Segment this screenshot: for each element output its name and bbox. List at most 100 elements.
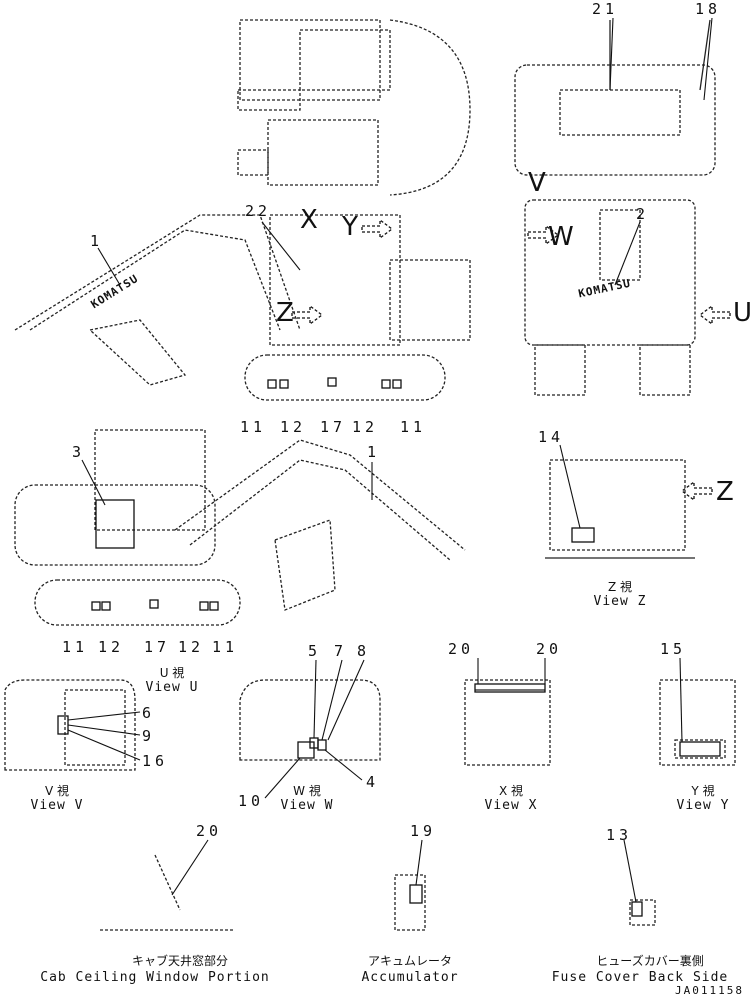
decal-20-x — [474, 683, 546, 693]
view-letter-x: X — [300, 205, 318, 235]
callout-3: 3 — [72, 443, 86, 461]
leader-19 — [415, 839, 423, 886]
callout-6: 6 — [142, 704, 156, 722]
decal-9-6 — [57, 715, 69, 735]
callout-13: 13 — [606, 826, 633, 844]
decal-17-b — [149, 599, 159, 609]
decal-12-right-a — [381, 379, 391, 389]
callout-17-mid: 17 — [144, 638, 171, 656]
callout-11-right-top: 11 — [400, 418, 427, 436]
callout-9: 9 — [142, 727, 156, 745]
arrow-z-side — [291, 304, 324, 326]
view-x-jp: X 視 — [498, 784, 524, 798]
fuse-cover-detail — [629, 899, 656, 926]
decal-14 — [571, 527, 595, 543]
callout-22: 22 — [245, 202, 272, 220]
callout-8: 8 — [357, 642, 371, 660]
accumulator-jp: アキュムレータ — [367, 954, 452, 968]
callout-4: 4 — [366, 773, 380, 791]
callout-1-boom: 1 — [90, 232, 104, 250]
leader-16 — [67, 729, 141, 761]
callout-5: 5 — [308, 642, 322, 660]
view-v-en: View V — [30, 798, 84, 813]
view-letter-v: V — [528, 168, 546, 198]
cab-ceiling-detail — [100, 854, 235, 931]
view-z-jp: Z 視 — [607, 580, 633, 594]
view-letter-u: U — [733, 298, 750, 328]
callout-17-top: 17 — [320, 418, 347, 436]
view-x-en: View X — [484, 798, 538, 813]
cab-ceiling-en: Cab Ceiling Window Portion — [40, 970, 270, 985]
view-w-drawing — [239, 679, 381, 761]
leader-20c — [171, 839, 209, 896]
callout-10: 10 — [238, 792, 265, 810]
view-y-jp: Y 視 — [691, 784, 715, 798]
leader-3 — [81, 459, 106, 506]
view-u-en: View U — [145, 680, 199, 695]
leader-21 — [609, 17, 614, 91]
arrow-y — [361, 218, 394, 240]
leader-4 — [324, 749, 363, 781]
leader-6 — [67, 711, 141, 721]
leader-18 — [703, 17, 713, 101]
leader-22 — [261, 221, 301, 271]
view-z-en: View Z — [593, 594, 647, 609]
view-y-drawing — [659, 679, 736, 766]
callout-12-right-mid: 12 — [178, 638, 205, 656]
decal-12-left-a — [279, 379, 289, 389]
callout-16: 16 — [142, 752, 169, 770]
view-u-jp: U 視 — [159, 666, 185, 680]
leader-2 — [614, 221, 641, 286]
decal-12-left-b — [101, 601, 111, 611]
callout-7: 7 — [334, 642, 348, 660]
accumulator-detail — [394, 874, 426, 931]
view-letter-z-side: Z — [276, 298, 294, 328]
decal-12-right-b — [199, 601, 209, 611]
view-v-jp: V 視 — [44, 784, 70, 798]
arrow-z — [680, 480, 713, 502]
leader-8 — [327, 659, 365, 741]
decal-7-8 — [317, 739, 327, 751]
leader-13 — [623, 839, 637, 903]
callout-12-right-top: 12 — [352, 418, 379, 436]
decal-10 — [297, 741, 315, 759]
view-letter-y: Y — [342, 212, 358, 242]
leader-5 — [313, 659, 317, 739]
callout-20-x-right: 20 — [536, 640, 563, 658]
document-number: JA011158 — [675, 984, 744, 997]
view-letter-z: Z — [716, 477, 734, 507]
excavator-front-view — [524, 199, 696, 396]
callout-19: 19 — [410, 822, 437, 840]
decal-3 — [95, 499, 135, 549]
leader-9 — [67, 724, 141, 736]
rear-top-view — [514, 19, 716, 176]
decal-17-a — [327, 377, 337, 387]
decal-19 — [409, 884, 423, 904]
view-y-en: View Y — [676, 798, 730, 813]
arrow-u — [698, 304, 731, 326]
callout-11-left-top: 11 — [240, 418, 267, 436]
decal-11-left-a — [267, 379, 277, 389]
fuse-cover-jp: ヒューズカバー裏側 — [596, 954, 704, 968]
callout-11-right-mid: 11 — [212, 638, 239, 656]
callout-12-left-mid: 12 — [98, 638, 125, 656]
callout-12-left-top: 12 — [280, 418, 307, 436]
callout-18: 18 — [695, 0, 722, 18]
view-letter-w: W — [548, 222, 574, 252]
leader-1a — [97, 247, 121, 286]
decal-11-right-b — [209, 601, 219, 611]
decal-13 — [631, 901, 643, 917]
view-v-drawing — [4, 679, 136, 771]
callout-11-left-mid: 11 — [62, 638, 89, 656]
callout-14: 14 — [538, 428, 565, 446]
decal-11-left-b — [91, 601, 101, 611]
decal-11-right-a — [392, 379, 402, 389]
callout-1-arm: 1 — [367, 443, 381, 461]
leader-7 — [321, 659, 343, 741]
fuse-cover-en: Fuse Cover Back Side — [551, 970, 729, 985]
excavator-side-view-left — [14, 214, 471, 401]
arrow-w — [527, 224, 560, 246]
leader-10 — [264, 757, 301, 799]
callout-20-cab: 20 — [196, 822, 223, 840]
